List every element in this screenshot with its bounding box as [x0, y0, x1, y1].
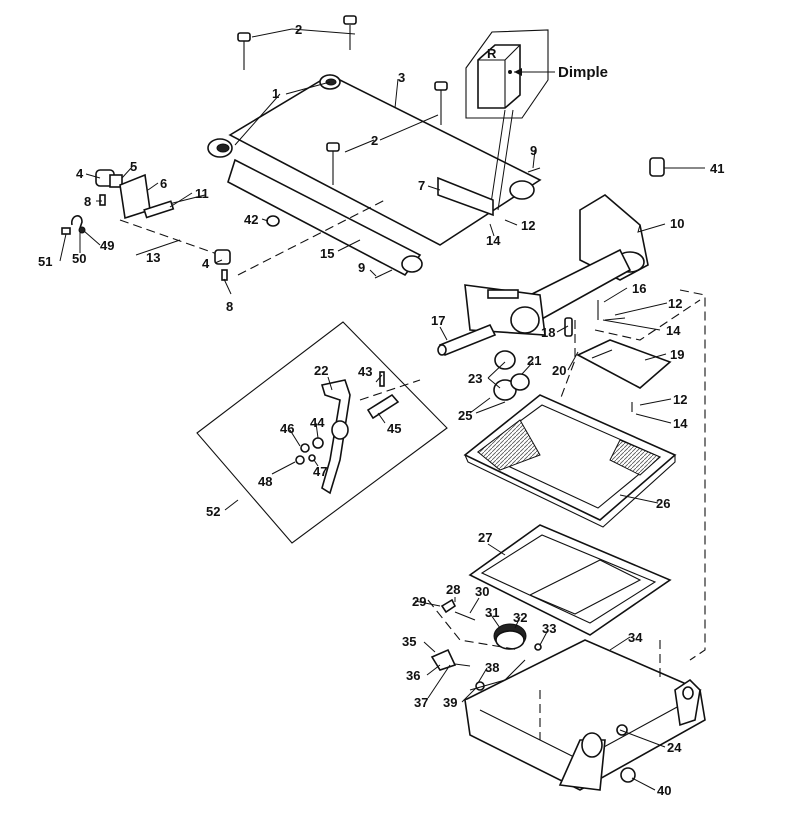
callout-dimple-label: Dimple: [558, 64, 608, 81]
dimple-callout: R Dimple: [465, 29, 608, 211]
label-48: 48: [258, 474, 272, 489]
label-3: 3: [398, 70, 405, 85]
label-7: 7: [418, 178, 425, 193]
label-32: 32: [513, 610, 527, 625]
label-37: 37: [414, 695, 428, 710]
left-small-parts: [61, 169, 280, 281]
base-frame: [463, 639, 706, 791]
table-tray: [463, 394, 677, 528]
misc-small-parts: [374, 167, 633, 691]
label-52: 52: [206, 504, 220, 519]
label-12a: 12: [521, 218, 535, 233]
label-20: 20: [552, 363, 566, 378]
label-2b: 2: [371, 133, 378, 148]
label-35: 35: [402, 634, 416, 649]
label-1: 1: [272, 86, 279, 101]
label-6: 6: [160, 176, 167, 191]
label-45: 45: [387, 421, 401, 436]
label-17: 17: [431, 313, 445, 328]
label-43: 43: [358, 364, 372, 379]
label-12c: 12: [673, 392, 687, 407]
label-42: 42: [244, 212, 258, 227]
label-27: 27: [478, 530, 492, 545]
label-21: 21: [527, 353, 541, 368]
label-11: 11: [195, 186, 209, 201]
assembly-lines: [237, 199, 706, 740]
label-51: 51: [38, 254, 52, 269]
callout-letter: R: [487, 46, 497, 61]
label-49: 49: [100, 238, 114, 253]
label-8a: 8: [84, 194, 91, 209]
label-41: 41: [710, 161, 724, 176]
label-36: 36: [406, 668, 420, 683]
label-34: 34: [628, 630, 643, 645]
label-9b: 9: [530, 143, 537, 158]
leader-lines: [59, 28, 705, 791]
label-26: 26: [656, 496, 670, 511]
label-14a: 14: [486, 233, 501, 248]
label-2a: 2: [295, 22, 302, 37]
lever-assembly-box: [196, 321, 448, 544]
label-9a: 9: [358, 260, 365, 275]
label-10: 10: [670, 216, 684, 231]
label-4b: 4: [202, 256, 210, 271]
label-13: 13: [146, 250, 160, 265]
label-39: 39: [443, 695, 457, 710]
label-47: 47: [313, 464, 327, 479]
label-31: 31: [485, 605, 499, 620]
water-pan: [468, 524, 672, 636]
label-16: 16: [632, 281, 646, 296]
label-40: 40: [657, 783, 671, 798]
label-46: 46: [280, 421, 294, 436]
label-22: 22: [314, 363, 328, 378]
label-30: 30: [475, 584, 489, 599]
label-18: 18: [541, 325, 555, 340]
label-12b: 12: [668, 296, 682, 311]
label-38: 38: [485, 660, 499, 675]
label-33: 33: [542, 621, 556, 636]
knob-part: [649, 157, 665, 177]
label-29: 29: [412, 594, 426, 609]
label-5: 5: [130, 159, 137, 174]
label-15: 15: [320, 246, 334, 261]
label-23: 23: [468, 371, 482, 386]
rail-tube-lower: [227, 158, 423, 277]
guard-part: [576, 339, 672, 389]
wheel-parts: [493, 350, 530, 401]
part-labels: 2 3 1 2 4 5 6 11 8 13 4 8 51 50 49 42 15…: [38, 22, 724, 798]
label-44: 44: [310, 415, 325, 430]
pump-part: [493, 623, 527, 650]
label-50: 50: [72, 251, 86, 266]
label-8b: 8: [226, 299, 233, 314]
label-19: 19: [670, 347, 684, 362]
label-24: 24: [667, 740, 682, 755]
label-25: 25: [458, 408, 472, 423]
end-caps: [216, 78, 337, 153]
label-14c: 14: [673, 416, 688, 431]
head-assembly: [464, 194, 649, 336]
small-pins: [437, 317, 573, 357]
label-14b: 14: [666, 323, 681, 338]
label-28: 28: [446, 582, 460, 597]
label-4a: 4: [76, 166, 84, 181]
bolt-parts: [237, 15, 448, 185]
